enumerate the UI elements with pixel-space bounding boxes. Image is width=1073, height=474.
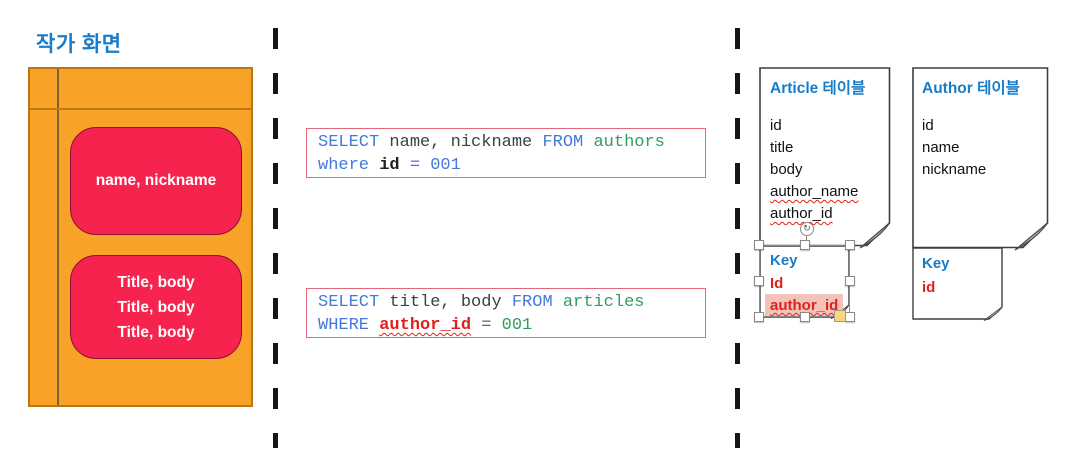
sql-token: WHERE [318,316,380,335]
sql-token: SELECT [318,293,390,312]
sql-token: FROM [542,133,594,152]
field-item: author_id [770,205,833,222]
author-key-note[interactable]: Key id [912,247,1003,321]
author-key-label: Key [922,255,950,272]
rotate-handle[interactable]: ↻ [800,222,814,236]
name-nickname-label: name, nickname [95,172,217,189]
paper-shape [912,247,1003,321]
sql-token: authors [593,133,665,152]
selection-handle-n[interactable] [800,240,810,250]
rotate-handle-stem [806,234,807,244]
sql-token: = [471,316,502,335]
field-item: title [770,139,794,156]
selection-overlay [759,245,850,317]
field-item: nickname [922,161,987,178]
field-item: Title, body [117,273,195,291]
selection-handle-ne[interactable] [845,240,855,250]
field-item: Id [770,275,784,292]
field-item: Title, body [117,298,195,316]
paper-shape [912,67,1049,251]
folded-corner-icon [1014,222,1048,251]
selection-handle-se[interactable] [845,312,855,322]
sql-token: articles [562,293,645,312]
field-item: id [922,279,936,296]
field-item: name [922,139,960,156]
adjust-handle[interactable] [834,310,846,322]
sql-token: author_id [379,316,472,335]
sql-token: 001 [501,316,533,335]
sql-token: = [409,156,431,175]
selection-handle-e[interactable] [845,276,855,286]
field-item: id [922,117,934,134]
sql-token: id [379,156,410,175]
selection-handle-nw[interactable] [754,240,764,250]
article-key-entries: Id author_id [765,273,844,317]
wireframe-sidebar-divider [57,69,59,405]
sql-token: where [318,156,380,175]
sql-token: name, nickname [389,133,543,152]
folded-corner-icon [859,222,890,249]
author-table-title: Author 테이블 [922,80,1020,97]
sql-token: SELECT [318,133,390,152]
name-nickname-box[interactable]: name, nickname [70,127,242,235]
wireframe-header-divider [30,108,251,110]
field-item: id [770,117,782,134]
article-key-note[interactable]: Key Id author_id [759,245,850,319]
rotate-icon: ↻ [803,223,811,233]
divider-dashed-line-2[interactable] [735,28,740,448]
field-item: author_name [770,183,859,200]
sql-token: title, body [389,293,512,312]
author-key-entries: id [922,277,935,298]
paper-shape [759,67,891,249]
sql-token: 001 [430,156,461,175]
field-item: Title, body [117,323,195,341]
article-table-fields: id title body author_name author_id [770,115,858,225]
divider-dashed-line-1[interactable] [273,28,278,448]
article-table-title: Article 테이블 [770,80,866,97]
selection-handle-s[interactable] [800,312,810,322]
folded-corner-icon [983,306,1003,321]
sql-token: FROM [511,293,563,312]
article-key-label: Key [770,252,798,269]
author-table-fields: id name nickname [922,115,986,181]
selection-handle-sw[interactable] [754,312,764,322]
field-item: body [770,161,803,178]
page-title: 작가 화면 [36,33,122,56]
field-item: author_id [765,294,844,317]
selection-handle-w[interactable] [754,276,764,286]
author-table-note[interactable]: Author 테이블 id name nickname [912,67,1049,251]
